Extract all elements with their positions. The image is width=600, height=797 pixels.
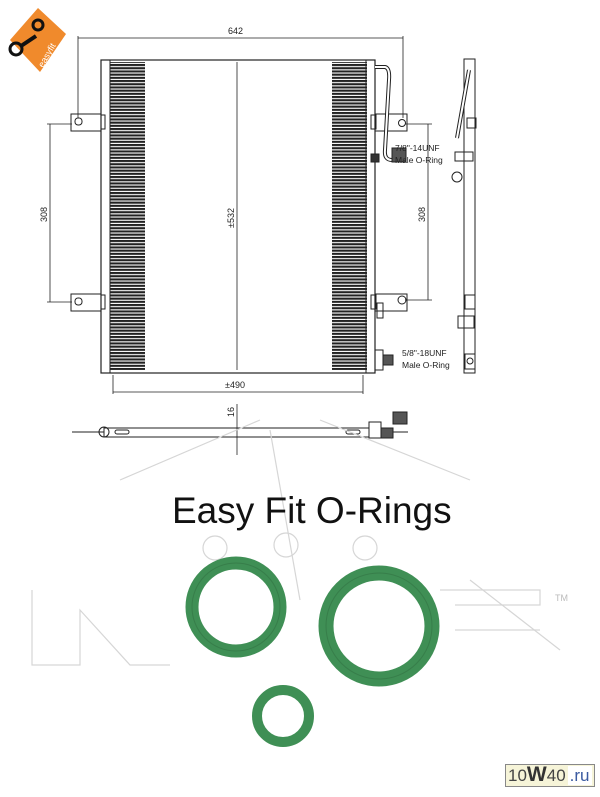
watermark-suffix: 40: [546, 766, 566, 785]
condenser-front-view: [70, 59, 408, 374]
o-ring-large: [318, 565, 440, 687]
upper-fitting-type: Male O-Ring: [395, 155, 443, 165]
dim-core-height: ±532: [226, 208, 236, 228]
watermark-prefix: 10: [508, 766, 527, 785]
dim-overall-width: 642: [228, 26, 243, 36]
dim-right-spacing: 308: [417, 207, 427, 222]
promo-title: Easy Fit O-Rings: [172, 490, 452, 531]
condenser-bottom-view: [72, 411, 408, 439]
dim-core-width: ±490: [225, 380, 245, 390]
faded-brand-watermark: [31, 419, 561, 666]
watermark-domain: .ru: [567, 766, 592, 785]
upper-fitting-size: 7/8"-14UNF: [395, 143, 440, 153]
watermark-w: W: [526, 763, 547, 786]
dim-thickness: 16: [226, 407, 236, 417]
o-rings: [185, 556, 440, 747]
lower-fitting-type: Male O-Ring: [402, 360, 450, 370]
o-ring-small: [252, 685, 314, 747]
trademark-mark: TM: [555, 593, 568, 603]
dim-left-spacing: 308: [39, 207, 49, 222]
condenser-side-view: [451, 58, 477, 374]
lower-fitting-size: 5/8"-18UNF: [402, 348, 447, 358]
easyfit-logo: easyfit: [8, 8, 66, 72]
site-watermark: 10W40.ru: [505, 764, 595, 787]
dimension-lines: [47, 36, 432, 455]
